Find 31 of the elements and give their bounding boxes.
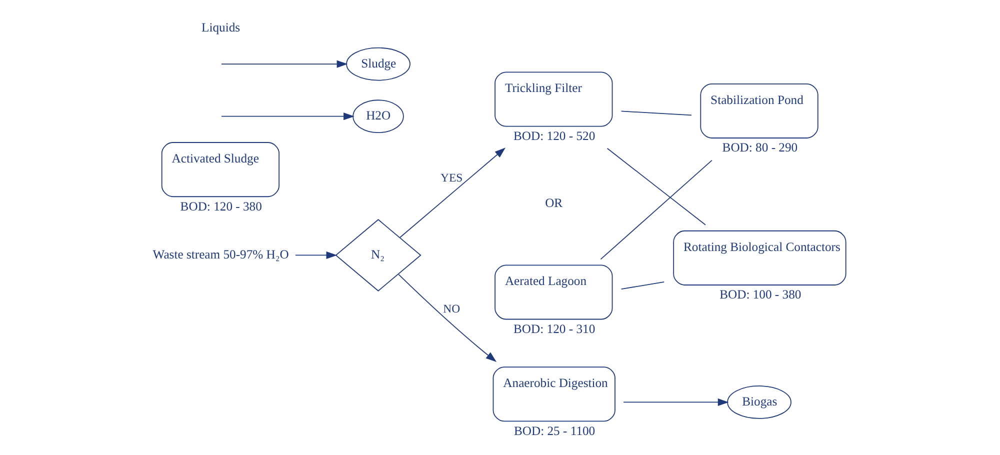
node-diamond: N₂: [335, 219, 422, 292]
arrow: [221, 60, 348, 68]
arrow: [400, 148, 506, 238]
node-box: Trickling Filter: [494, 72, 613, 127]
node-box: Rotating Biological Contactors: [673, 230, 846, 286]
connector: [600, 160, 712, 260]
connector: [620, 281, 665, 290]
node-label: BOD: 120 - 310: [514, 322, 596, 336]
arrow: [398, 274, 497, 362]
node-box: Stabilization Pond: [700, 83, 818, 138]
connector: [620, 110, 692, 116]
edge-label: YES: [440, 172, 463, 185]
node-label: BOD: 25 - 1100: [514, 424, 596, 438]
edge-label: NO: [443, 302, 460, 316]
node-box: Aerated Lagoon: [494, 264, 613, 320]
label: Liquids: [202, 20, 240, 34]
node-label: BOD: 120 - 380: [180, 199, 262, 214]
arrow: [221, 112, 354, 120]
connector: [606, 148, 706, 226]
node-ellipse: H2O: [352, 100, 404, 134]
node-label: BOD: 80 - 290: [722, 140, 798, 155]
node-label: BOD: 100 - 380: [720, 288, 802, 302]
node-box: Activated Sludge: [161, 142, 280, 198]
node-label: BOD: 120 - 520: [514, 128, 596, 143]
node-ellipse: Biogas: [727, 386, 792, 419]
node-ellipse: Sludge: [346, 47, 410, 81]
arrow: [295, 251, 338, 260]
arrow: [623, 398, 729, 406]
label: OR: [545, 196, 563, 210]
node-box: Anaerobic Digestion: [492, 366, 616, 422]
node-text: Waste stream 50-97% H₂O: [152, 248, 289, 262]
